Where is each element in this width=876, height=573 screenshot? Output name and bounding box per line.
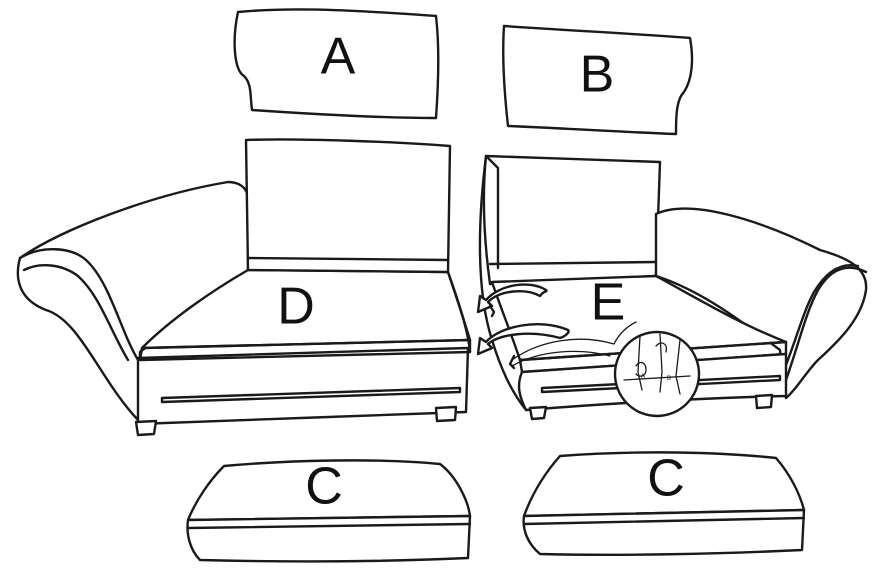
seat-cushion-c-right: C <box>522 450 806 556</box>
label-a: A <box>321 28 356 86</box>
seat-cushion-c-left: C <box>186 458 472 563</box>
connector-detail-inset: A B <box>511 321 701 418</box>
label-c-right: C <box>647 450 685 508</box>
back-cushion-b: B <box>502 24 694 136</box>
label-b: B <box>580 46 615 104</box>
sofa-section-d: D <box>16 138 472 437</box>
label-d: D <box>277 278 315 336</box>
label-c-left: C <box>305 458 343 516</box>
label-e: E <box>591 274 626 332</box>
detail-letter-a: A <box>641 374 645 380</box>
connection-arrows <box>476 283 570 370</box>
detail-letter-b: B <box>667 376 671 382</box>
back-cushion-a: A <box>233 8 440 120</box>
